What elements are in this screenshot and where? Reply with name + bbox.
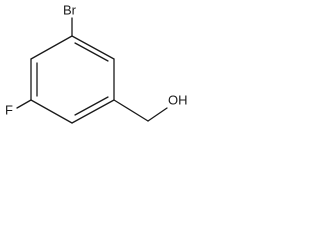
ring-bond-c6-c1 [30,35,73,60]
bond-ch2-oh [147,107,168,122]
bromine-label: Br [63,2,77,17]
ring-bond-c4-c5 [30,99,73,124]
ring-double-bond-c3-c4 [74,96,109,116]
chemical-structure: Br F OH [5,2,188,124]
fluorine-label: F [5,102,13,117]
hydroxyl-label: OH [168,92,188,107]
ring-double-bond-c1-c2 [74,42,109,62]
ring-bond-c3-c4 [71,99,115,124]
benzene-ring [30,35,115,124]
ring-bond-c1-c2 [71,35,115,60]
bond-c5-f [16,99,32,109]
bond-c3-ch2 [113,99,149,122]
